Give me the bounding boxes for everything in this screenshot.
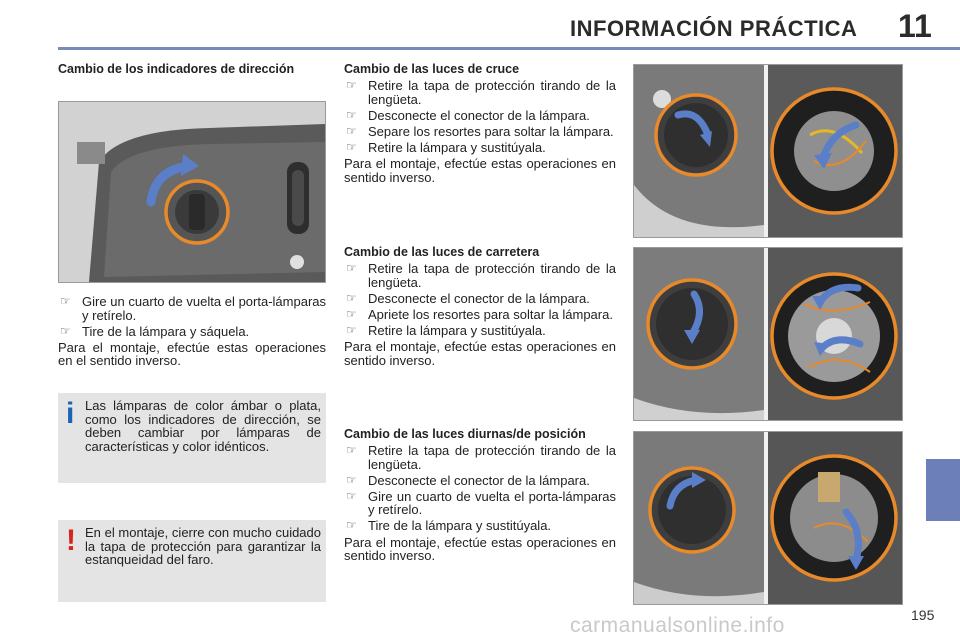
pointer-icon: ☞ xyxy=(346,472,357,487)
list-item: ☞Separe los resortes para soltar la lámp… xyxy=(346,123,614,139)
header-rule xyxy=(58,47,960,50)
section-title: Cambio de las luces diurnas/de posición xyxy=(344,427,586,441)
section-turn-signals: Cambio de los indicadores de dirección xyxy=(58,63,328,76)
list-item: ☞Retire la tapa de protección tirando de… xyxy=(346,261,616,290)
list-item: ☞Gire un cuarto de vuelta el porta-lámpa… xyxy=(346,488,616,518)
section-daytime-lights: Cambio de las luces diurnas/de posición … xyxy=(344,428,616,563)
figure-turn-signal xyxy=(58,101,326,283)
assembly-note: Para el montaje, efectúe estas operacion… xyxy=(344,155,616,185)
list-item: ☞Retire la lámpara y sustitúyala. xyxy=(346,322,546,338)
warning-text: En el montaje, cierre con mucho cuidado … xyxy=(85,525,321,568)
page-title: INFORMACIÓN PRÁCTICA xyxy=(570,16,858,41)
info-text: Las lámparas de color ámbar o plata, com… xyxy=(85,398,321,454)
list-item: ☞Tire de la lámpara y sustitúyala. xyxy=(346,518,552,534)
list-item: ☞Retire la tapa de protección tirando de… xyxy=(346,443,616,472)
pointer-icon: ☞ xyxy=(60,323,71,338)
list-item: ☞Gire un cuarto de vuelta el porta-lámpa… xyxy=(60,294,326,323)
turn-signal-steps: ☞Gire un cuarto de vuelta el porta-lámpa… xyxy=(58,292,326,368)
pointer-icon: ☞ xyxy=(60,294,71,308)
list-item: ☞Desconecte el conector de la lámpara. xyxy=(346,472,590,488)
list-item: ☞Desconecte el conector de la lámpara. xyxy=(346,107,590,123)
section-title: Cambio de las luces de carretera xyxy=(344,245,540,259)
list-item: ☞Desconecte el conector de la lámpara. xyxy=(346,290,590,306)
list-item: ☞Apriete los resortes para soltar la lám… xyxy=(346,306,613,322)
chapter-number: 11 xyxy=(898,8,932,44)
info-box: i Las lámparas de color ámbar o plata, c… xyxy=(58,393,326,483)
section-high-beam: Cambio de las luces de carretera ☞Retire… xyxy=(344,246,616,367)
info-icon: i xyxy=(66,397,75,430)
pointer-icon: ☞ xyxy=(346,322,357,337)
page-number: 195 xyxy=(911,607,935,623)
chapter-tab xyxy=(926,459,960,521)
warning-box: ! En el montaje, cierre con mucho cuidad… xyxy=(58,520,326,602)
pointer-icon: ☞ xyxy=(346,488,357,503)
pointer-icon: ☞ xyxy=(346,139,357,154)
pointer-icon: ☞ xyxy=(346,518,357,533)
pointer-icon: ☞ xyxy=(346,123,357,138)
pointer-icon: ☞ xyxy=(346,290,357,305)
assembly-note: Para el montaje, efectúe estas operacion… xyxy=(58,339,326,369)
pointer-icon: ☞ xyxy=(346,107,357,122)
pointer-icon: ☞ xyxy=(346,78,357,92)
list-item: ☞Tire de la lámpara y sáquela. xyxy=(60,323,250,339)
figure-daytime-lights xyxy=(633,431,903,605)
assembly-note: Para el montaje, efectúe estas operacion… xyxy=(344,338,616,368)
figure-low-beam xyxy=(633,64,903,238)
pointer-icon: ☞ xyxy=(346,261,357,275)
section-title: Cambio de las luces de cruce xyxy=(344,62,520,76)
section-low-beam: Cambio de las luces de cruce ☞Retire la … xyxy=(344,63,616,184)
assembly-note: Para el montaje, efectúe estas operacion… xyxy=(344,534,616,564)
figure-high-beam xyxy=(633,247,903,421)
section-title: Cambio de los indicadores de dirección xyxy=(58,62,295,76)
warning-icon: ! xyxy=(66,524,76,557)
pointer-icon: ☞ xyxy=(346,306,357,321)
watermark: carmanualsonline.info xyxy=(570,614,785,637)
list-item: ☞Retire la tapa de protección tirando de… xyxy=(346,78,616,107)
pointer-icon: ☞ xyxy=(346,443,357,457)
list-item: ☞Retire la lámpara y sustitúyala. xyxy=(346,139,546,155)
